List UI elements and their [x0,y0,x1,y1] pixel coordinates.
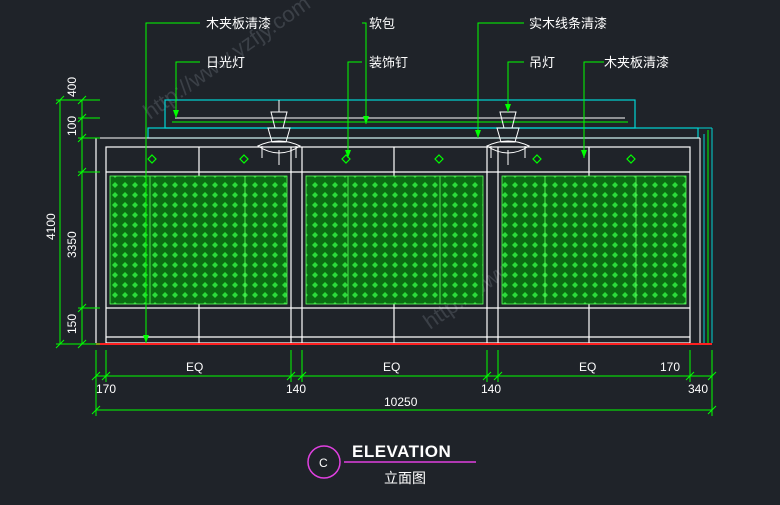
leader-lines [145,22,604,343]
label-wood-veneer-right: 木夹板清漆 [604,55,669,71]
label-soft-panel: 软包 [369,17,395,32]
label-chandelier: 吊灯 [529,56,555,71]
dim-100: 100 [65,116,79,136]
dim-150: 150 [65,314,79,334]
dim-170-left: 170 [96,382,116,396]
left-dimension-lines [55,95,100,349]
dim-140-b: 140 [481,382,501,396]
label-fluorescent-light: 日光灯 [206,56,245,71]
drawing-subtitle: 立面图 [384,471,426,487]
stud-icon [532,154,542,164]
section-marker-icon [307,445,341,479]
stud-icon [626,154,636,164]
dim-140-a: 140 [286,382,306,396]
label-decorative-stud: 装饰钉 [369,56,408,71]
upholstered-panel-right [501,175,687,305]
ceiling-structure [95,99,713,343]
upholstered-panel-left [109,175,288,305]
decorative-studs [147,154,636,164]
drawing-title: ELEVATION [352,442,451,461]
stud-icon [147,154,157,164]
dim-eq-right: EQ [579,360,596,374]
dim-eq-center: EQ [383,360,400,374]
label-wood-veneer-top: 木夹板清漆 [206,16,271,32]
leader-arrowheads [143,104,587,343]
stud-icon [434,154,444,164]
dim-4100: 4100 [44,213,58,240]
dim-eq-left: EQ [186,360,203,374]
title-block: C ELEVATION 立面图 [307,442,476,487]
label-solid-wood-trim: 实木线条清漆 [529,16,607,32]
dim-total: 10250 [384,395,418,409]
stud-icon [341,154,351,164]
upholstered-panel-center [305,175,484,305]
dim-170-right: 170 [660,360,680,374]
chandelier-left-icon [256,100,302,165]
section-marker-letter: C [319,456,328,470]
chandelier-right-icon [485,100,531,165]
dim-340: 340 [688,382,708,396]
stud-icon [239,154,249,164]
dim-400: 400 [65,77,79,97]
dim-3350: 3350 [65,231,79,258]
bottom-dimension-lines [91,350,717,416]
soft-panels [109,175,687,305]
